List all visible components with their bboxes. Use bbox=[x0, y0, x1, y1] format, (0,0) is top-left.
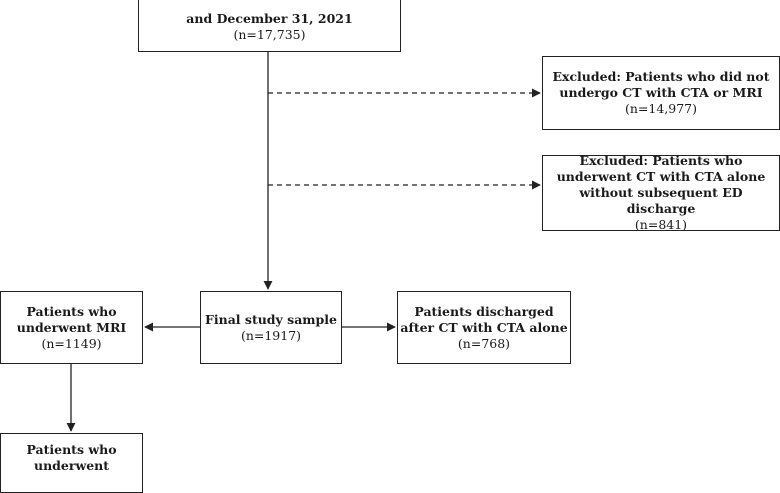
discharged-cta-box: Patients discharged after CT with CTA al… bbox=[397, 291, 571, 364]
excluded-no-imaging-count: (n=14,977) bbox=[624, 101, 697, 116]
excluded-cta-no-discharge-count: (n=841) bbox=[634, 217, 688, 232]
excluded-no-imaging-box: Excluded: Patients who did not undergo C… bbox=[542, 56, 780, 130]
final-study-sample-count: (n=1917) bbox=[240, 327, 302, 343]
source-population-count: (n=17,735) bbox=[233, 27, 306, 42]
underwent-mri-box: Patients who underwent MRI (n=1149) bbox=[0, 291, 143, 364]
excluded-cta-no-discharge-box: Excluded: Patients who underwent CT with… bbox=[542, 153, 780, 232]
underwent-mri-count: (n=1149) bbox=[41, 335, 102, 351]
underwent-mri-title: Patients who underwent MRI bbox=[16, 303, 127, 335]
discharged-cta-count: (n=768) bbox=[457, 335, 511, 351]
excluded-no-imaging-title: Excluded: Patients who did not undergo C… bbox=[552, 69, 770, 100]
final-study-sample-box: Final study sample (n=1917) bbox=[200, 291, 342, 364]
discharged-cta-title: Patients discharged after CT with CTA al… bbox=[400, 303, 568, 335]
mri-subgroup-title: Patients who underwent bbox=[26, 442, 117, 473]
source-population-title: and December 31, 2021 bbox=[186, 11, 353, 26]
final-study-sample-title: Final study sample bbox=[205, 311, 337, 327]
mri-subgroup-box: Patients who underwent bbox=[0, 433, 143, 493]
source-population-box: and December 31, 2021 (n=17,735) bbox=[138, 0, 401, 52]
excluded-cta-no-discharge-title: Excluded: Patients who underwent CT with… bbox=[556, 153, 766, 216]
flowchart-connectors bbox=[66, 52, 541, 432]
